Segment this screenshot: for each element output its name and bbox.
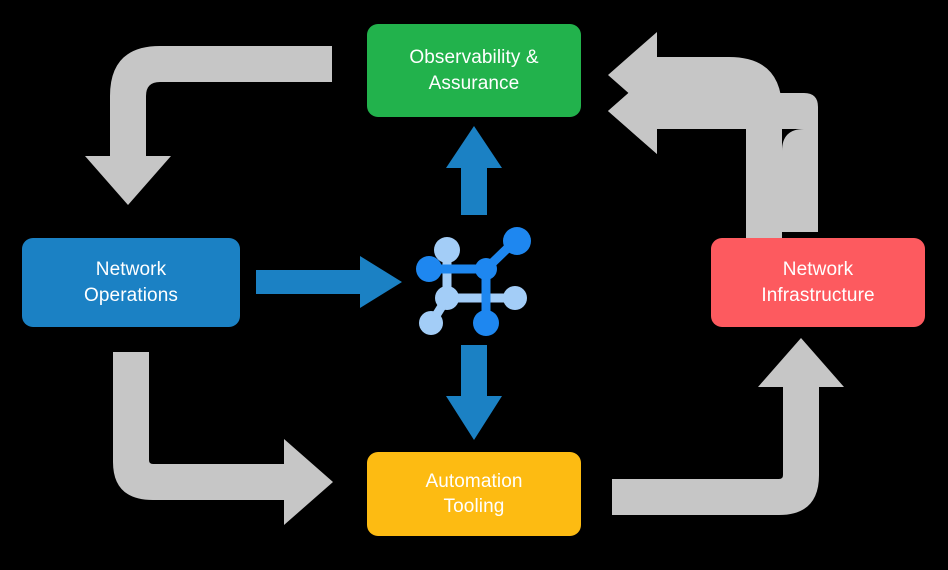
node-box-observability[interactable]: Observability &Assurance [367, 24, 581, 117]
topology-node-top-left [434, 237, 460, 263]
topology-node-bottom [473, 310, 499, 336]
topology-node-mid-right [503, 286, 527, 310]
node-label-observability: Observability &Assurance [409, 47, 539, 94]
arrow-center-to-observability [446, 126, 502, 215]
topology-node-top-right [503, 227, 531, 255]
topology-node-center [475, 258, 497, 280]
topology-nodes-secondary [419, 237, 527, 335]
topology-nodes-primary [416, 227, 531, 336]
topology-node-bottom-far-left [419, 311, 443, 335]
elbow-observability-to-network-operations [85, 46, 332, 205]
arrow-network-operations-to-center [256, 256, 402, 308]
arrow-center-to-automation-tooling [446, 345, 502, 440]
topology-node-mid-left [435, 286, 459, 310]
elbow-automation-tooling-to-network-infrastructure [612, 338, 844, 515]
network-topology-icon [416, 227, 531, 336]
elbow-network-operations-to-automation-tooling [113, 352, 333, 525]
topology-node-left [416, 256, 442, 282]
